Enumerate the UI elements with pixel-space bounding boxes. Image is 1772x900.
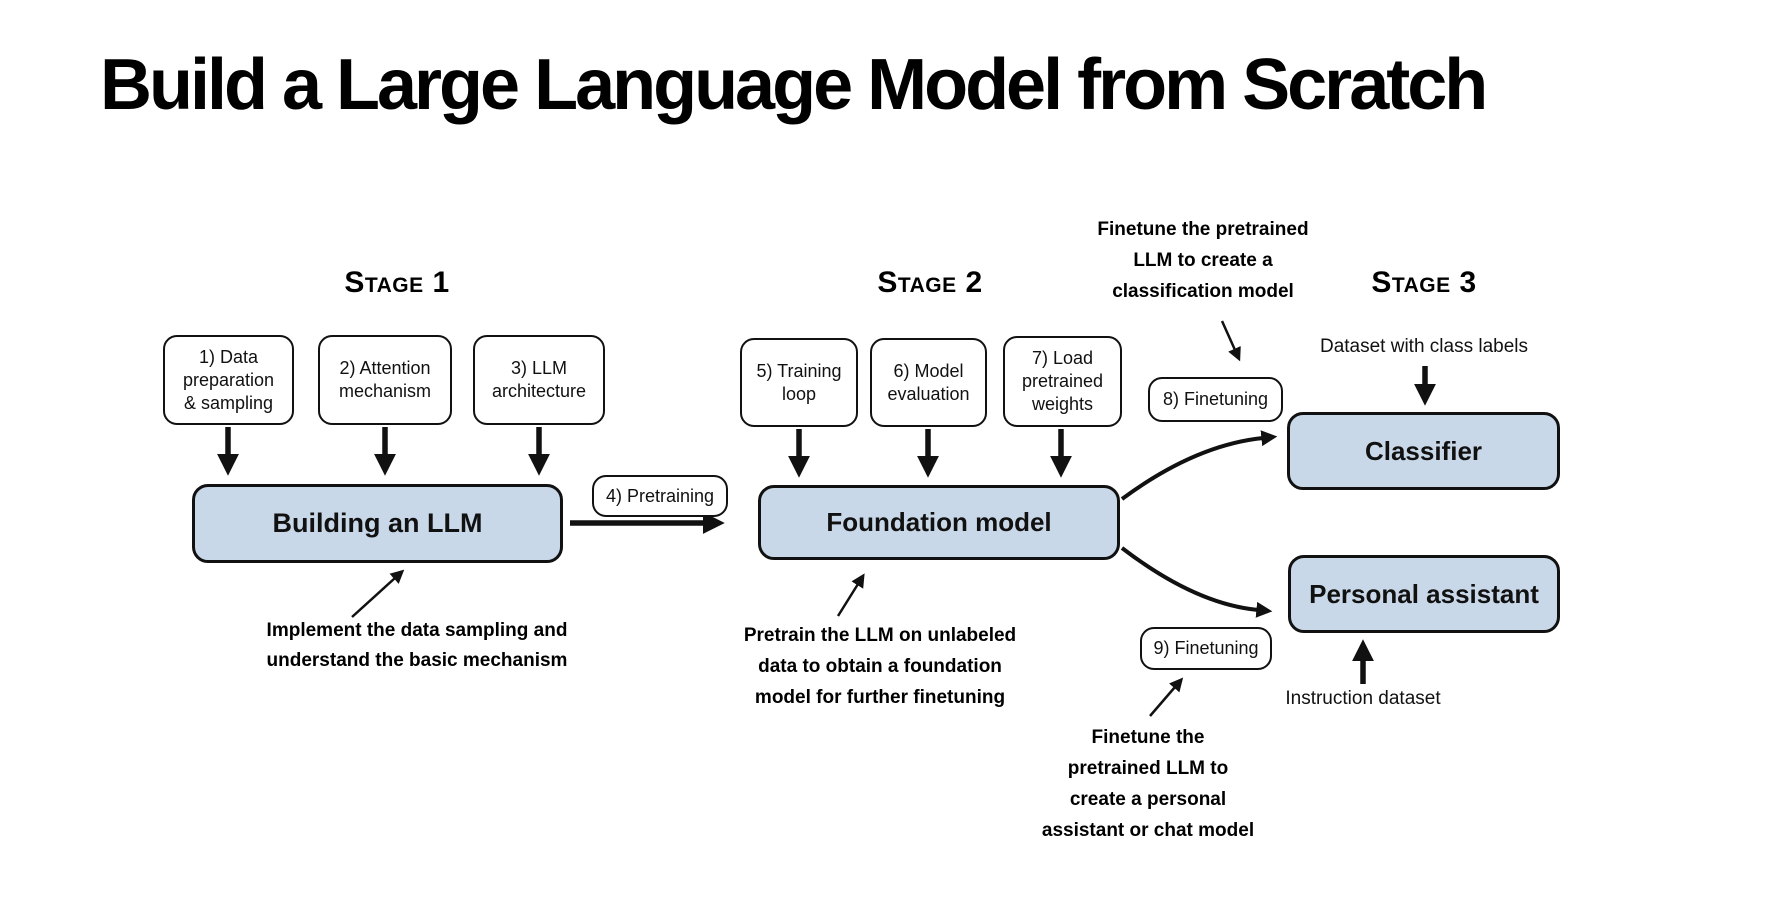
step-box-model-evaluation: 6) Model evaluation — [870, 338, 987, 427]
step-box-finetuning-8: 8) Finetuning — [1148, 377, 1283, 422]
step-label-line: 2) Attention — [339, 358, 431, 378]
arrow-assistant-note-pointer — [1149, 677, 1184, 717]
note-line: Finetune the pretrained — [1097, 219, 1309, 240]
note-line: classification model — [1112, 281, 1294, 302]
instruction-dataset-label: Instruction dataset — [1285, 688, 1441, 709]
step-box-load-pretrained-weights: 7) Load pretrained weights — [1003, 336, 1122, 427]
note-line: Finetune the — [1091, 727, 1205, 748]
arrow-stage2-note-pointer — [836, 573, 865, 617]
note-line: model for further finetuning — [754, 687, 1006, 708]
note-line: assistant or chat model — [1041, 820, 1255, 841]
step-box-llm-architecture: 3) LLM architecture — [473, 335, 605, 425]
model-box-building-llm: Building an LLM — [192, 484, 563, 563]
arrow-stage1-note-pointer — [351, 569, 405, 618]
stage2-note: Pretrain the LLM on unlabeled data to ob… — [705, 620, 1055, 713]
step-label-line: evaluation — [887, 383, 970, 404]
step-label-line: & sampling — [183, 392, 274, 413]
note-line: LLM to create a — [1133, 250, 1273, 271]
step-box-data-preparation: 1) Data preparation & sampling — [163, 335, 294, 425]
step-label-line: 7) Load — [1031, 348, 1094, 368]
step-label-line: 5) Training — [756, 360, 842, 381]
class-dataset-label: Dataset with class labels — [1319, 336, 1529, 357]
model-box-foundation-model: Foundation model — [758, 485, 1120, 560]
step-box-attention-mechanism: 2) Attention mechanism — [318, 335, 452, 425]
step-label-line: mechanism — [338, 381, 432, 401]
step-box-pretraining: 4) Pretraining — [592, 475, 728, 517]
arrow-foundation-to-personal-assistant — [1120, 546, 1273, 618]
step-label-line: 3) LLM — [510, 358, 568, 378]
step-label-line: 6) Model — [893, 360, 964, 381]
note-line: pretrained LLM to — [1067, 758, 1229, 779]
model-box-personal-assistant: Personal assistant — [1288, 555, 1560, 633]
note-line: Pretrain the LLM on unlabeled — [743, 625, 1017, 646]
arrow-foundation-to-classifier — [1120, 430, 1278, 501]
step-label-line: loop — [781, 383, 817, 404]
step-label-line: pretrained — [1021, 371, 1104, 391]
step-box-training-loop: 5) Training loop — [740, 338, 858, 427]
step-label-line: preparation — [182, 369, 275, 390]
step-label-line: architecture — [491, 381, 587, 401]
note-line: Implement the data sampling and — [266, 620, 568, 641]
page-title: Build a Large Language Model from Scratc… — [100, 45, 1488, 125]
note-line: understand the basic mechanism — [266, 650, 568, 671]
assistant-note: Finetune the pretrained LLM to create a … — [1008, 722, 1288, 846]
stage1-note: Implement the data sampling and understa… — [217, 616, 617, 676]
stage-3-heading: Stage 3 — [1371, 266, 1477, 299]
step-box-finetuning-9: 9) Finetuning — [1140, 627, 1272, 670]
stage-1-heading: Stage 1 — [344, 266, 450, 299]
step-label-line: weights — [1031, 394, 1094, 414]
step-label-line: 1) Data — [198, 346, 259, 367]
arrow-classification-note-pointer — [1220, 320, 1241, 362]
classification-note: Finetune the pretrained LLM to create a … — [1078, 214, 1328, 307]
stage-2-heading: Stage 2 — [877, 266, 983, 299]
note-line: data to obtain a foundation — [758, 656, 1002, 677]
model-box-classifier: Classifier — [1287, 412, 1560, 490]
note-line: create a personal — [1069, 789, 1227, 810]
